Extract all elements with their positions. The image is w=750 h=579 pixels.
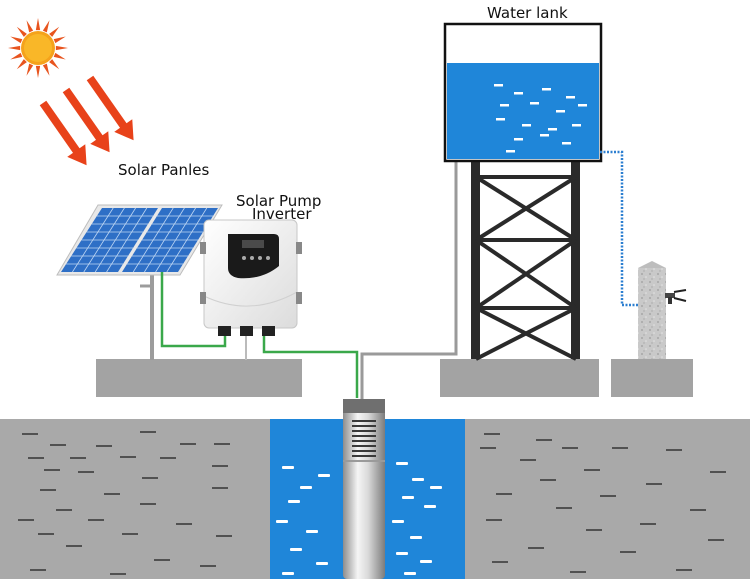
water-tank-icon — [443, 22, 603, 163]
ground — [0, 419, 750, 579]
solar-panels-label: Solar Panles — [118, 161, 210, 179]
faucet-pad — [611, 359, 693, 397]
arrow-icon — [39, 75, 134, 166]
faucet-icon — [638, 261, 687, 359]
tower-pad — [440, 359, 599, 397]
panel-pad — [96, 359, 302, 397]
green-wire — [160, 272, 359, 398]
sun-icon — [8, 18, 68, 78]
water-tank-label: Water lank — [487, 4, 568, 22]
tower-icon — [471, 161, 580, 361]
inverter-label-line2: Inverter — [252, 205, 312, 223]
outlet-pipe — [600, 150, 640, 307]
inverter-label-line1: Solar Pump — [236, 192, 322, 210]
inverter-icon — [200, 219, 302, 360]
submersible-pump-icon — [343, 399, 385, 579]
solar-panel-icon — [56, 204, 223, 360]
